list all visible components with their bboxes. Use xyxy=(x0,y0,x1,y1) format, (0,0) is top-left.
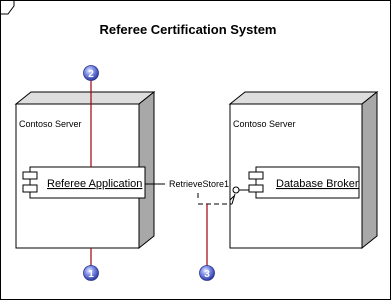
component-database-broker[interactable] xyxy=(248,166,360,199)
component-port-icon xyxy=(22,184,38,193)
frame-corner-tab xyxy=(0,0,15,15)
callout-number-2: 2 xyxy=(88,69,94,80)
component-port-icon xyxy=(248,184,264,193)
callout-marker-1: 1 xyxy=(83,265,99,281)
callout-marker-3: 3 xyxy=(199,265,215,281)
node-right-label: Contoso Server xyxy=(233,119,296,129)
diagram-title: Referee Certification System xyxy=(99,22,276,37)
callout-number-3: 3 xyxy=(204,269,210,280)
node-side-face xyxy=(361,90,378,250)
component-label-database-broker: Database Broker xyxy=(276,178,359,190)
component-box xyxy=(255,166,360,199)
callout-marker-2: 2 xyxy=(83,65,99,81)
connector-label: RetrieveStore1 xyxy=(169,179,229,189)
component-referee-application[interactable] xyxy=(22,166,146,199)
component-label-referee-application: Referee Application xyxy=(47,178,142,190)
component-box xyxy=(29,166,146,199)
callout-number-1: 1 xyxy=(88,269,94,280)
node-top-face xyxy=(14,91,156,105)
dependency-dashed-line xyxy=(197,193,236,205)
component-port-icon xyxy=(248,171,264,180)
node-top-face xyxy=(228,91,379,105)
provided-interface-icon xyxy=(232,186,249,194)
component-port-icon xyxy=(22,171,38,180)
node-left-label: Contoso Server xyxy=(19,119,82,129)
